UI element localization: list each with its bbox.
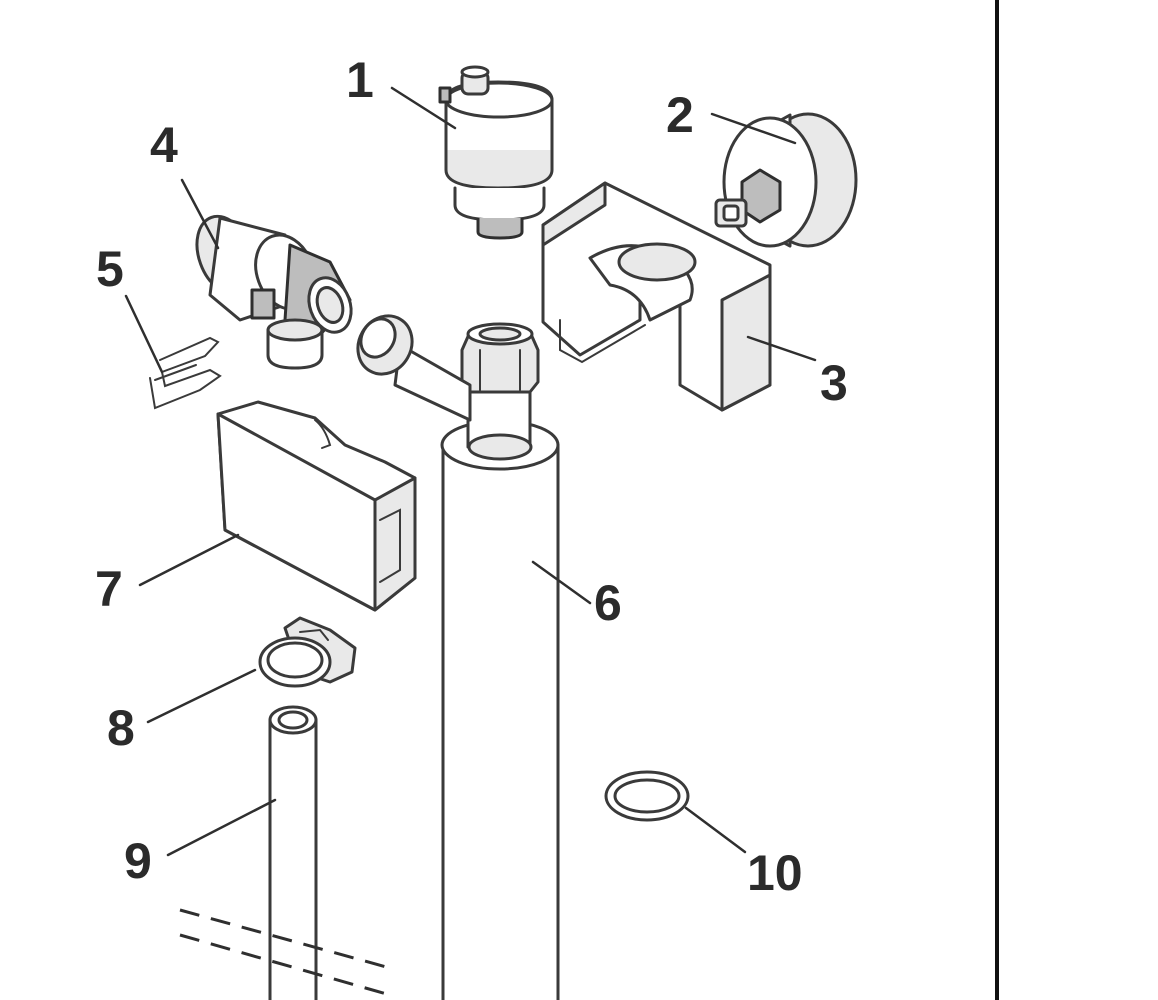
callout-8: 8 bbox=[107, 700, 135, 756]
part-2-pressure-gauge bbox=[714, 112, 858, 248]
leader-7 bbox=[138, 533, 240, 587]
leader-9 bbox=[166, 798, 277, 857]
part-9-drain-pipe bbox=[179, 705, 391, 1000]
leader-lines bbox=[124, 86, 817, 857]
leader-5 bbox=[124, 294, 164, 374]
callout-4: 4 bbox=[150, 117, 178, 173]
leader-8 bbox=[146, 668, 257, 724]
leader-10 bbox=[684, 806, 747, 854]
callout-3: 3 bbox=[820, 355, 848, 411]
part-7-insulation-cover bbox=[216, 400, 417, 612]
callout-1: 1 bbox=[346, 52, 374, 108]
part-4-safety-valve bbox=[195, 214, 353, 370]
part-3-bracket bbox=[541, 181, 772, 412]
callout-5: 5 bbox=[96, 241, 124, 297]
part-10-sealing-washer bbox=[604, 770, 690, 822]
callout-9: 9 bbox=[124, 833, 152, 889]
part-6-riser-pipe bbox=[356, 314, 560, 1000]
leader-6 bbox=[531, 560, 592, 605]
callout-7: 7 bbox=[95, 561, 123, 617]
callout-10: 10 bbox=[747, 845, 803, 901]
callout-2: 2 bbox=[666, 87, 694, 143]
callout-labels: 1 2 3 4 5 6 7 8 9 10 bbox=[95, 52, 848, 901]
part-8-hose-clamp bbox=[258, 616, 357, 688]
part-1-air-vent bbox=[438, 65, 554, 240]
leader-3 bbox=[746, 335, 817, 362]
callout-6: 6 bbox=[594, 575, 622, 631]
part-5-retaining-clip bbox=[149, 336, 222, 410]
leader-2 bbox=[710, 112, 797, 145]
leader-1 bbox=[390, 86, 457, 130]
leader-4 bbox=[180, 178, 220, 250]
